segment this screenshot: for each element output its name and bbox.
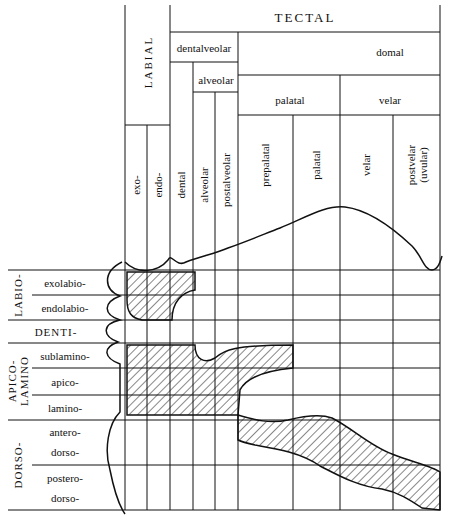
- row-label: endolabio-: [41, 302, 88, 314]
- row-label: exolabio-: [44, 277, 86, 289]
- column-label: prepalatal: [259, 143, 271, 186]
- row-label: postero-: [47, 472, 83, 484]
- column-label: endo-: [152, 172, 164, 197]
- group-label: APICO- LAMINO: [6, 349, 30, 413]
- subregion-heading: alveolar: [198, 74, 233, 86]
- dorso-region: [238, 415, 440, 510]
- group-label: DORSO-: [12, 442, 24, 489]
- column-label: postvelar (uvular): [405, 134, 429, 196]
- row-label: sublamino-: [40, 350, 90, 362]
- grid-lines: [8, 5, 440, 510]
- row-label: lamino-: [48, 402, 82, 414]
- group-label: DENTI-: [35, 326, 78, 338]
- labial-region: [127, 272, 195, 320]
- row-label: apico-: [51, 376, 78, 388]
- apico-lamino-region: [127, 345, 293, 415]
- column-label: alveolar: [198, 167, 210, 202]
- column-label: palatal: [310, 150, 322, 179]
- row-label: dorso-: [51, 446, 79, 458]
- subregion-heading: velar: [379, 94, 401, 106]
- subregion-heading: domal: [376, 46, 404, 58]
- subregion-heading: dentalveolar: [177, 42, 231, 54]
- column-label: velar: [360, 154, 372, 176]
- region-heading: LABIAL: [142, 36, 154, 88]
- lip-tongue-profile: [106, 262, 125, 514]
- row-label: antero-: [49, 426, 80, 438]
- row-label: dorso-: [51, 492, 79, 504]
- subregion-heading: palatal: [275, 94, 304, 106]
- column-label: dental: [175, 172, 187, 199]
- palate-profile: [125, 207, 442, 271]
- column-label: postalveolar: [220, 153, 232, 207]
- region-heading: TECTAL: [275, 11, 336, 25]
- group-label: LABIO-: [12, 273, 24, 316]
- column-label: exo-: [130, 175, 142, 195]
